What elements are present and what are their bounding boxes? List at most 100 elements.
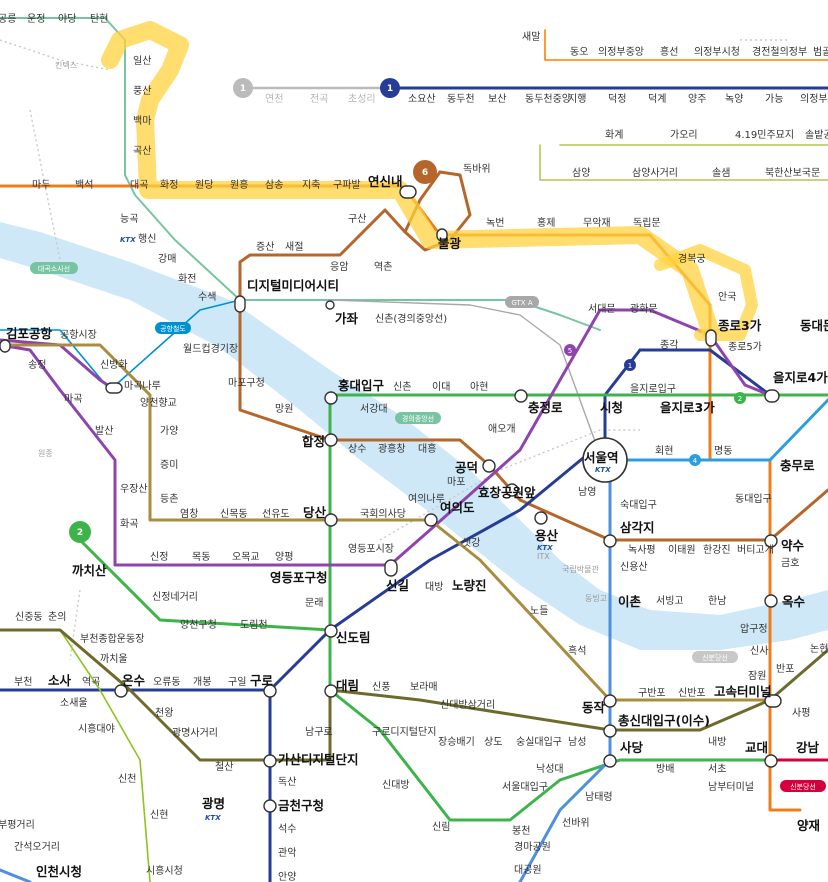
station-label: 탄현 (90, 13, 108, 25)
station-label: 광화문 (630, 303, 658, 315)
map-shape (380, 78, 400, 98)
map-shape (395, 412, 441, 424)
station-label: 화정 (160, 179, 178, 191)
station-label: 6 (422, 168, 428, 178)
station-label: 을지로4가 (773, 370, 828, 385)
station-label: 마두 (32, 179, 50, 191)
station-label: 김포공항 (6, 326, 53, 341)
map-shape (603, 724, 617, 738)
map-shape (764, 694, 782, 708)
station-label: 고속터미널 (714, 684, 772, 699)
map-shape (234, 295, 246, 313)
station-label: 화전 (178, 273, 196, 285)
han-river (0, 222, 828, 650)
map-shape (114, 684, 128, 698)
station-label: 장승배기 (438, 736, 475, 748)
station-label: 북한산보국문 (765, 167, 820, 179)
station-label: 한강진 (703, 544, 731, 556)
station-label: 범골 (813, 46, 828, 58)
station-label: 녹사평 (628, 544, 656, 556)
station-label: 옥수 (782, 594, 806, 609)
station-label: 동오 (570, 46, 588, 58)
station-label: 동작 (582, 700, 606, 715)
station-label: 영등포구청 (270, 570, 328, 585)
station-label: 양평 (275, 551, 293, 563)
station-label: 풍산 (133, 85, 151, 97)
station-label: 한남 (708, 595, 726, 607)
station-label: 삼양사거리 (632, 167, 678, 179)
map-shape (780, 780, 826, 792)
station-label: 신사 (750, 645, 768, 657)
station-label: 마곡 (64, 393, 82, 405)
station-label: 공항철도 (160, 324, 186, 333)
station-label: 솔밭공원 (805, 129, 828, 141)
station-label: 남영 (578, 486, 596, 498)
station-label: 원흥 (230, 178, 248, 191)
station-label: 구산 (348, 213, 366, 225)
station-label: 삼송 (265, 179, 283, 191)
station-label: 소새울 (60, 697, 88, 709)
station-label: 디지털미디어시티 (247, 278, 339, 293)
map-shape (30, 262, 78, 274)
station-label: 버티고개 (737, 544, 774, 556)
transfer-stations[interactable] (0, 185, 782, 813)
station-label: 온수 (122, 673, 146, 688)
station-label: 종각 (660, 339, 678, 351)
map-shape (764, 594, 778, 608)
station-label: 새절 (285, 240, 303, 253)
station-label: 대곡소사선 (38, 264, 70, 273)
station-label: 명동 (714, 445, 732, 457)
station-label: KTX (120, 236, 136, 244)
station-label: 녹양 (725, 93, 743, 105)
map-shape (518, 458, 612, 882)
station-label: 보라매 (410, 681, 438, 693)
station-label: 양재 (797, 818, 820, 833)
station-label: 신도림 (336, 630, 371, 645)
station-label: 홍제 (537, 216, 555, 229)
station-label: 총신대입구(이수) (618, 713, 710, 728)
olive-line (0, 628, 332, 762)
station-label: 강매 (158, 253, 176, 265)
station-label: 경마공원 (514, 840, 551, 853)
station-label: 가좌 (335, 311, 359, 326)
station-label: 대림 (336, 678, 359, 693)
station-label: 양주 (688, 93, 706, 105)
station-label: 국회의사당 (360, 508, 406, 520)
station-label: 금천구청 (278, 798, 324, 813)
station-label: 이촌 (618, 594, 642, 609)
station-label: 간석오거리 (14, 841, 60, 853)
station-label: 망원 (275, 403, 293, 415)
station-label: 광명사거리 (172, 727, 218, 739)
station-label: GTX A (511, 299, 532, 307)
map-shape (0, 868, 32, 882)
station-label: 일산 (133, 55, 151, 67)
station-label: 서초 (708, 763, 726, 775)
station-label: 야당 (58, 13, 76, 25)
station-label: 원종 (38, 449, 53, 458)
station-label: 춘의 (48, 611, 66, 623)
station-label: 응암 (330, 261, 348, 273)
station-label: 애오개 (488, 423, 516, 435)
station-label: 의정부시청 (694, 46, 740, 58)
station-label: 의정부중앙 (598, 46, 644, 58)
map-shape (603, 754, 617, 768)
station-label: 송정 (28, 359, 46, 371)
station-label: 삼각지 (620, 520, 655, 535)
station-label: 등촌 (160, 493, 178, 505)
map-shape (324, 684, 338, 698)
station-label: 방배 (656, 763, 674, 775)
station-label: 교대 (745, 740, 768, 755)
map-shape (263, 799, 277, 813)
station-label: 대공원 (514, 864, 542, 876)
map-shape (105, 382, 123, 394)
station-label: 선바위 (562, 816, 590, 829)
station-label: 문래 (305, 597, 323, 609)
map-shape (0, 343, 772, 702)
map-shape (101, 21, 719, 339)
station-label: 1 (628, 362, 632, 370)
station-label: 증미 (160, 459, 178, 471)
station-label: 회현 (655, 445, 673, 457)
station-label: 1 (240, 84, 246, 94)
station-label: 공항시장 (60, 329, 97, 341)
